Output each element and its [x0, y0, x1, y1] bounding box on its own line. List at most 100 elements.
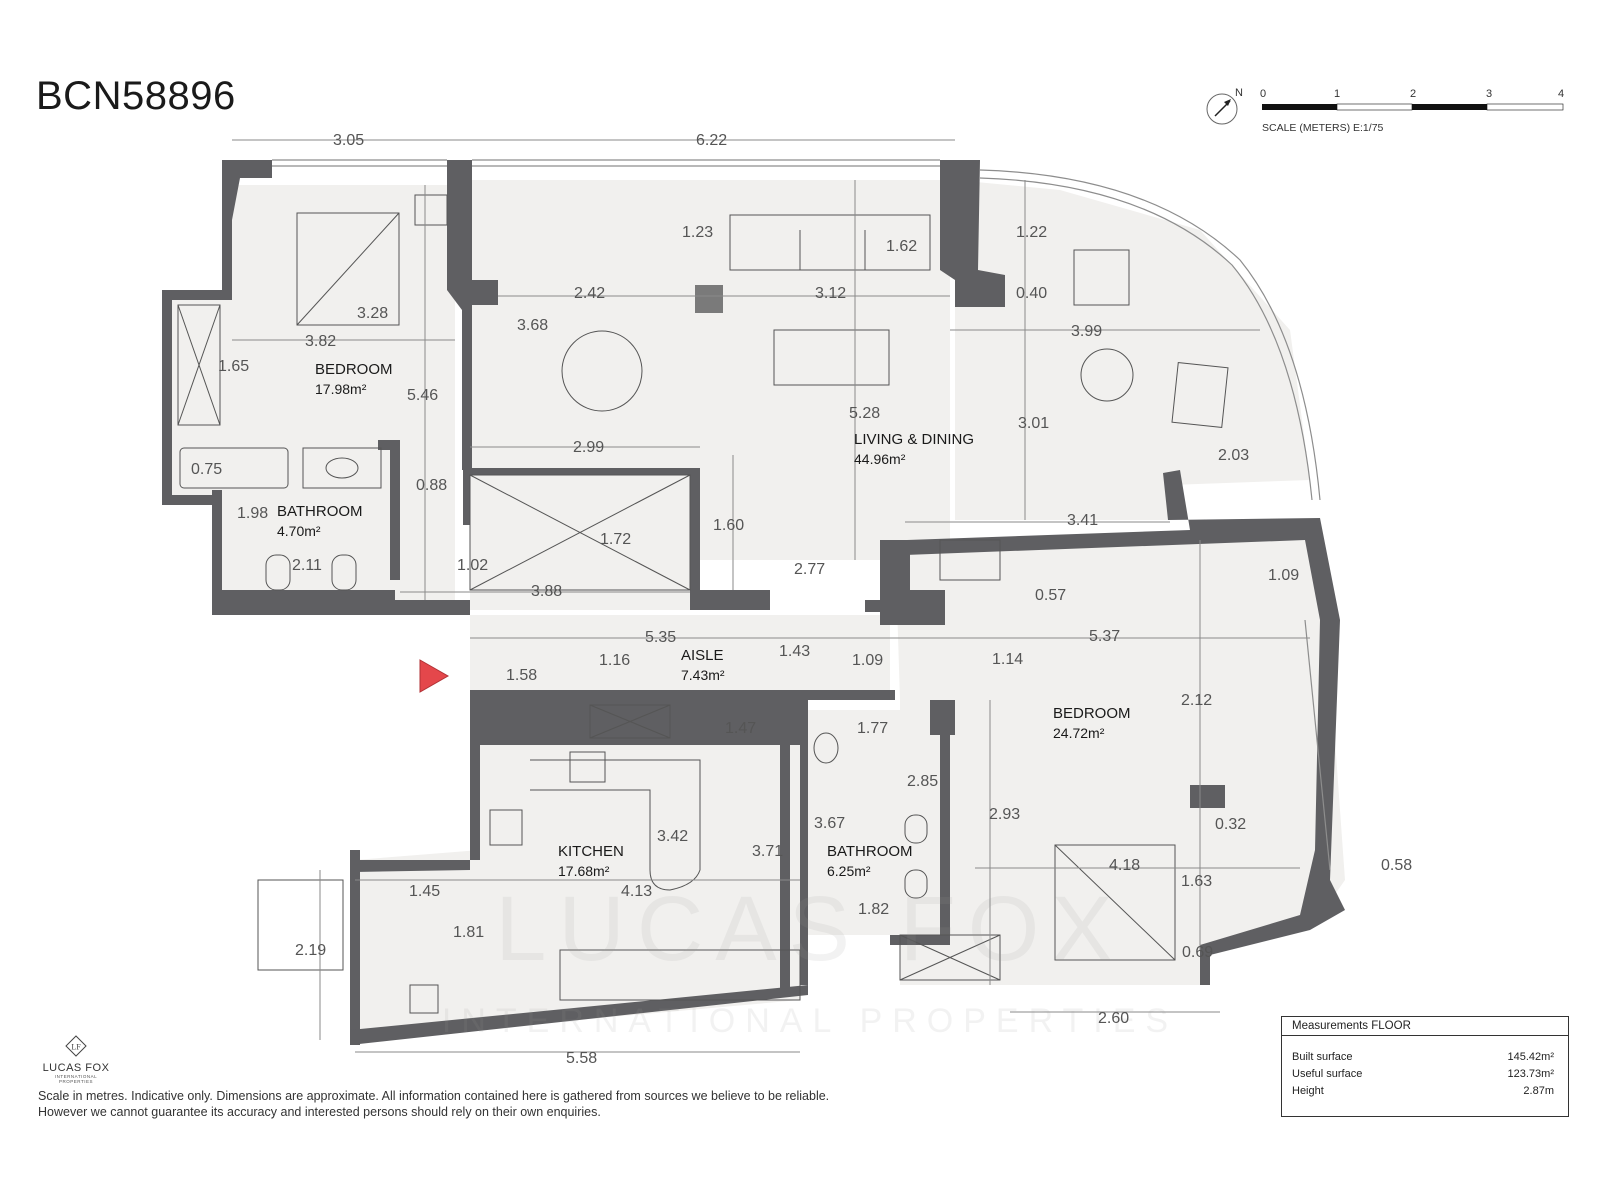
dim-label: 4.18 — [1109, 857, 1140, 874]
dim-label: 3.28 — [357, 305, 388, 322]
room-name-bedroom1: BEDROOM — [315, 361, 393, 378]
dim-label: 1.81 — [453, 924, 484, 941]
measurements-heading: Measurements FLOOR — [1282, 1017, 1568, 1036]
window-bay-outer — [979, 169, 1321, 501]
floor-areas — [172, 180, 1345, 1040]
dim-label: 3.88 — [531, 583, 562, 600]
wall-kitchen-westedge — [350, 850, 360, 1045]
measurement-label: Useful surface — [1292, 1068, 1363, 1080]
bedroom1-floor — [172, 185, 455, 600]
brand-logo: LF LUCAS FOX INTERNATIONAL PROPERTIES — [40, 1035, 112, 1084]
dim-label: 2.12 — [1181, 692, 1212, 709]
room-area-bathroom1: 4.70m² — [277, 523, 321, 539]
dim-label: 1.65 — [218, 358, 249, 375]
wall-column-ne — [940, 160, 1005, 307]
dim-label: 1.82 — [858, 901, 889, 918]
aisle-cabinet-x2 — [589, 704, 671, 739]
scale-tick-1: 1 — [1334, 88, 1340, 100]
aisle-floor — [470, 615, 890, 700]
scale-ticks: 0 1 2 3 4 — [1260, 88, 1564, 100]
dim-label: 0.32 — [1215, 816, 1246, 833]
scale-tick-2: 2 — [1410, 88, 1416, 100]
sofa — [729, 214, 931, 271]
measurements-table: Measurements FLOOR Built surface 145.42m… — [1281, 1016, 1569, 1117]
scale-bar — [1262, 103, 1564, 111]
armchair2 — [1171, 362, 1229, 428]
shower2 — [899, 934, 1001, 981]
dim-label: 1.02 — [457, 557, 488, 574]
wall-bath2-west — [780, 735, 790, 990]
north-label: N — [1235, 87, 1243, 99]
measurement-value: 123.73m² — [1507, 1068, 1554, 1080]
dim-label: 1.09 — [1268, 567, 1299, 584]
ac-box — [939, 539, 1001, 581]
watermark-text: LUCAS FOX — [495, 878, 1124, 980]
room-area-bathroom2: 6.25m² — [827, 863, 871, 879]
sink-kitchen — [489, 809, 523, 846]
room-name-living: LIVING & DINING — [854, 431, 974, 448]
watermark-subtext: INTERNATIONAL PROPERTIES — [442, 1002, 1178, 1040]
scale-caption: SCALE (METERS) E:1/75 — [1262, 122, 1384, 134]
dim-label: 2.03 — [1218, 447, 1249, 464]
wall-partition1 — [447, 160, 498, 470]
dim-label: 1.45 — [409, 883, 440, 900]
dim-label: 3.12 — [815, 285, 846, 302]
nightstand — [414, 194, 448, 226]
dim-label: 2.42 — [574, 285, 605, 302]
dim-label: 3.99 — [1071, 323, 1102, 340]
dim-label: 2.85 — [907, 773, 938, 790]
wall-kitchen-closet — [577, 697, 678, 743]
measurements-row: Built surface 145.42m² — [1292, 1051, 1554, 1063]
bathtub — [179, 447, 289, 489]
dim-label: 3.41 — [1067, 512, 1098, 529]
room-labels: BEDROOM 17.98m² BATHROOM 4.70m² LIVING &… — [277, 361, 1131, 879]
measurements-row: Height 2.87m — [1292, 1085, 1554, 1097]
bedroom2-floor — [895, 530, 1345, 985]
dim-label: 1.09 — [852, 652, 883, 669]
dim-label: 1.77 — [857, 720, 888, 737]
room-area-kitchen: 17.68m² — [558, 863, 610, 879]
dim-label: 0.75 — [191, 461, 222, 478]
dim-label: 1.72 — [600, 531, 631, 548]
dim-label: 3.82 — [305, 333, 336, 350]
dim-label: 5.35 — [645, 629, 676, 646]
wardrobe1-x2 — [177, 304, 221, 426]
bathroom2-floor — [808, 710, 955, 935]
dim-label: 3.01 — [1018, 415, 1049, 432]
dim-label: 0.57 — [1035, 587, 1066, 604]
bed2-diag — [1054, 844, 1176, 961]
toilet2 — [904, 814, 928, 844]
wall-east — [905, 470, 1345, 985]
room-name-bathroom2: BATHROOM — [827, 843, 913, 860]
measurements-row: Useful surface 123.73m² — [1292, 1068, 1554, 1080]
svg-text:LF: LF — [71, 1043, 81, 1052]
counter-south — [559, 949, 801, 1001]
bed1 — [296, 212, 400, 326]
dim-label: 0.58 — [1381, 857, 1412, 874]
dim-label: 2.19 — [295, 942, 326, 959]
dim-label: 2.11 — [292, 557, 322, 574]
room-name-kitchen: KITCHEN — [558, 843, 624, 860]
dim-label: 4.13 — [621, 883, 652, 900]
disclaimer-line: However we cannot guarantee its accuracy… — [38, 1105, 601, 1119]
room-area-living: 44.96m² — [854, 451, 906, 467]
wall-bath2-east — [890, 700, 950, 945]
dim-label: 1.43 — [779, 643, 810, 660]
disclaimer-text: Scale in metres. Indicative only. Dimens… — [38, 1088, 829, 1120]
room-name-aisle: AISLE — [681, 647, 724, 664]
closet-x2 — [469, 474, 691, 591]
dim-label: 1.60 — [713, 517, 744, 534]
coffee-table — [773, 329, 890, 386]
sink2 — [813, 732, 839, 764]
dim-label: 3.05 — [333, 132, 364, 149]
measurement-label: Built surface — [1292, 1051, 1353, 1063]
bed2 — [1054, 844, 1176, 961]
dim-label: 5.37 — [1089, 628, 1120, 645]
aisle-cabinet — [589, 704, 671, 739]
walls — [162, 160, 1345, 1045]
dim-label: 1.62 — [886, 238, 917, 255]
brand-logo-text: LUCAS FOX — [42, 1062, 110, 1074]
dimension-labels: 3.05 6.22 1.23 1.62 1.22 3.28 2.42 3.12 … — [191, 132, 1412, 1067]
room-area-aisle: 7.43m² — [681, 667, 725, 683]
dim-label: 1.22 — [1016, 224, 1047, 241]
